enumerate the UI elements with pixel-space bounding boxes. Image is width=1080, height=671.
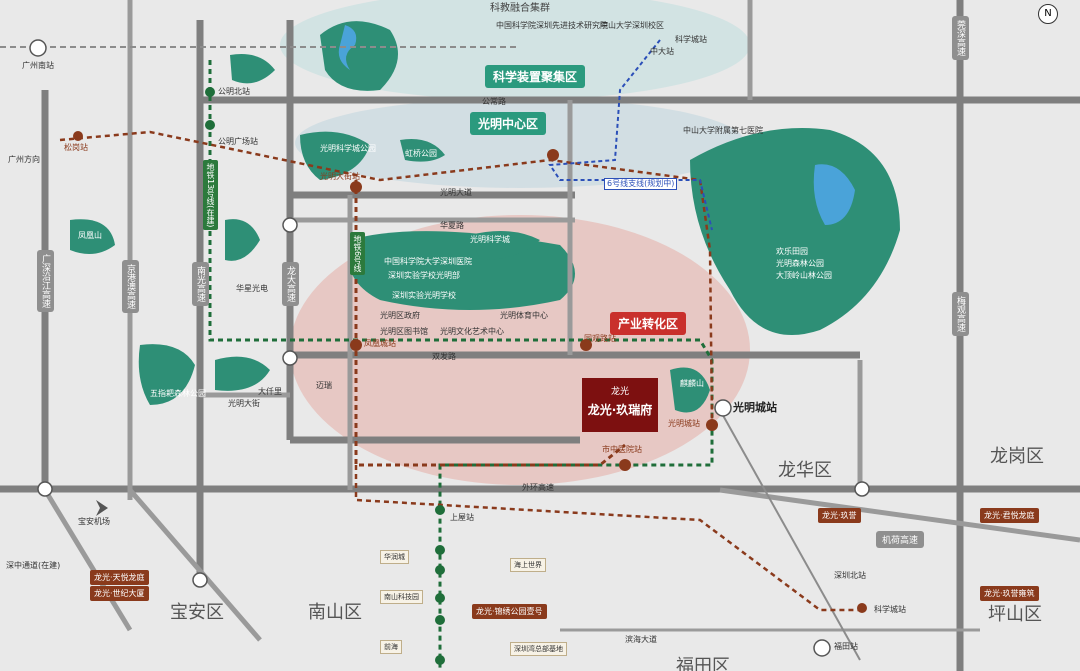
science-cluster-banner: 科学装置聚集区: [485, 65, 586, 88]
park-qilin: 麒麟山: [680, 379, 704, 388]
place-shenzhen-bay: 深圳湾总部基地: [510, 642, 567, 656]
place-sports-center: 光明体育中心: [500, 311, 548, 320]
place-guangzhou-dir: 广州方向: [8, 155, 40, 164]
main-project-logo: 龙光: [610, 387, 629, 397]
industry-zone-banner: 产业转化区: [610, 312, 687, 335]
road-shuangfa: 双发路: [432, 352, 456, 361]
station-guangmingcheng: 光明城站: [733, 401, 777, 414]
road-guangming-dadao: 光明大道: [440, 188, 472, 197]
hwy-meiguan: 梅观高速: [952, 292, 969, 336]
place-ucas-hospital: 中国科学院大学深圳医院: [384, 257, 472, 266]
place-airport: 宝安机场: [78, 517, 110, 526]
station-shangwu: 上屋站: [450, 513, 474, 522]
place-sysu-hospital: 中山大学附属第七医院: [683, 126, 763, 135]
district-longgang: 龙岗区: [990, 446, 1044, 467]
park-dadingling: 大顶岭山林公园: [776, 271, 832, 280]
station-guangming-dajie: 光明大街站: [320, 172, 360, 181]
district-longhua: 龙华区: [778, 460, 832, 481]
place-shenzhong: 深中通道(在建): [6, 561, 61, 570]
project-shiji[interactable]: 龙光·世纪大厦: [90, 586, 149, 601]
hwy-longda: 龙大高速: [282, 262, 299, 306]
place-science-city: 光明科学城: [470, 235, 510, 244]
metro-line6-ext-label: 6号线支线(规划中): [604, 178, 678, 190]
project-jinxiu[interactable]: 龙光·锦绣公园壹号: [472, 604, 547, 619]
station-futian: 福田站: [834, 642, 858, 651]
place-huarun: 华润城: [380, 550, 409, 564]
metro-line13-label: 地铁13号线(在建): [203, 160, 218, 231]
place-qianhai: 前海: [380, 640, 402, 654]
project-jiuyu[interactable]: 龙光·玖誉: [818, 508, 861, 523]
place-district-gov: 光明区政府: [380, 311, 420, 320]
district-futian: 福田区: [676, 656, 730, 671]
station-guangmingcheng-metro: 光明城站: [668, 419, 700, 428]
place-sz-exp-school: 深圳实验学校光明部: [388, 271, 460, 280]
park-forest: 光明森林公园: [776, 259, 824, 268]
science-hub-label: 科教融合集群: [490, 3, 550, 14]
station-fenghuangcheng: 凤凰城站: [364, 339, 396, 348]
main-project-name: 龙光·玖瑞府: [587, 403, 653, 417]
project-jiuyu-yongzhu[interactable]: 龙光·玖誉雍筑: [980, 586, 1039, 601]
place-library: 光明区图书馆: [380, 327, 428, 336]
metro-line6-label: 地铁6号线: [350, 232, 365, 276]
park-wuzhipa: 五指耙森林公园: [150, 389, 206, 398]
station-gongming-north: 公明北站: [218, 87, 250, 96]
hwy-jinggangao: 京港澳高速: [122, 260, 139, 313]
label-science-station: 科学城站: [675, 35, 707, 44]
place-science-station: 科学城站: [874, 605, 906, 614]
road-jihe: 机荷高速: [876, 531, 925, 548]
station-gongming-square: 公明广场站: [218, 137, 258, 146]
center-zone-banner: 光明中心区: [470, 112, 547, 135]
district-nanshan: 南山区: [308, 602, 362, 623]
airport-plane-icon: [96, 500, 108, 516]
hwy-guanshen: 莞深高速: [952, 16, 969, 60]
place-sysu: 中山大学深圳校区: [600, 21, 664, 30]
road-binhai: 滨海大道: [625, 635, 657, 644]
place-csot: 华星光电: [236, 284, 268, 293]
place-guangzhou-south: 广州南站: [22, 61, 54, 70]
road-huaxia: 华夏路: [440, 221, 464, 230]
project-junyue[interactable]: 龙光·君悦龙庭: [980, 508, 1039, 523]
road-waihuan: 外环高速: [522, 483, 554, 492]
park-fenghuang: 凤凰山: [78, 231, 102, 240]
place-haishang: 海上世界: [510, 558, 546, 572]
place-daqianli: 大仟里: [258, 387, 282, 396]
station-tongguan-lu: 同观路站: [584, 334, 616, 343]
park-science: 光明科学城公园: [320, 144, 376, 153]
district-pingshan: 坪山区: [988, 604, 1042, 625]
project-tianyue[interactable]: 龙光·天悦龙庭: [90, 570, 149, 585]
place-culture-center: 光明文化艺术中心: [440, 327, 504, 336]
place-sz-exp-guangming: 深圳实验光明学校: [392, 291, 456, 300]
hwy-nanguang: 南光高速: [192, 262, 209, 306]
main-project-badge[interactable]: 龙光 龙光·玖瑞府: [582, 378, 658, 432]
center-zone-ellipse: [295, 98, 745, 188]
park-huanle: 欢乐田园: [776, 247, 808, 256]
station-shenzhen-north: 深圳北站: [834, 571, 866, 580]
place-siat: 中国科学院深圳先进技术研究院: [496, 21, 608, 30]
place-mindray: 迈瑞: [316, 381, 332, 390]
compass-icon: N: [1038, 4, 1058, 24]
park-hongqiao: 虹桥公园: [405, 149, 437, 158]
road-gongchang: 公常路: [482, 97, 506, 106]
hwy-guangshen-yanjiang: 广深沿江高速: [37, 250, 54, 312]
station-zhongyiyuan: 市中医院站: [602, 445, 642, 454]
district-baoan: 宝安区: [170, 602, 224, 623]
label-zhongda-station: 中大站: [650, 47, 674, 56]
road-guangming-dajie: 光明大街: [228, 399, 260, 408]
place-songgang: 松岗站: [64, 143, 88, 152]
place-tech-park: 南山科技园: [380, 590, 423, 604]
